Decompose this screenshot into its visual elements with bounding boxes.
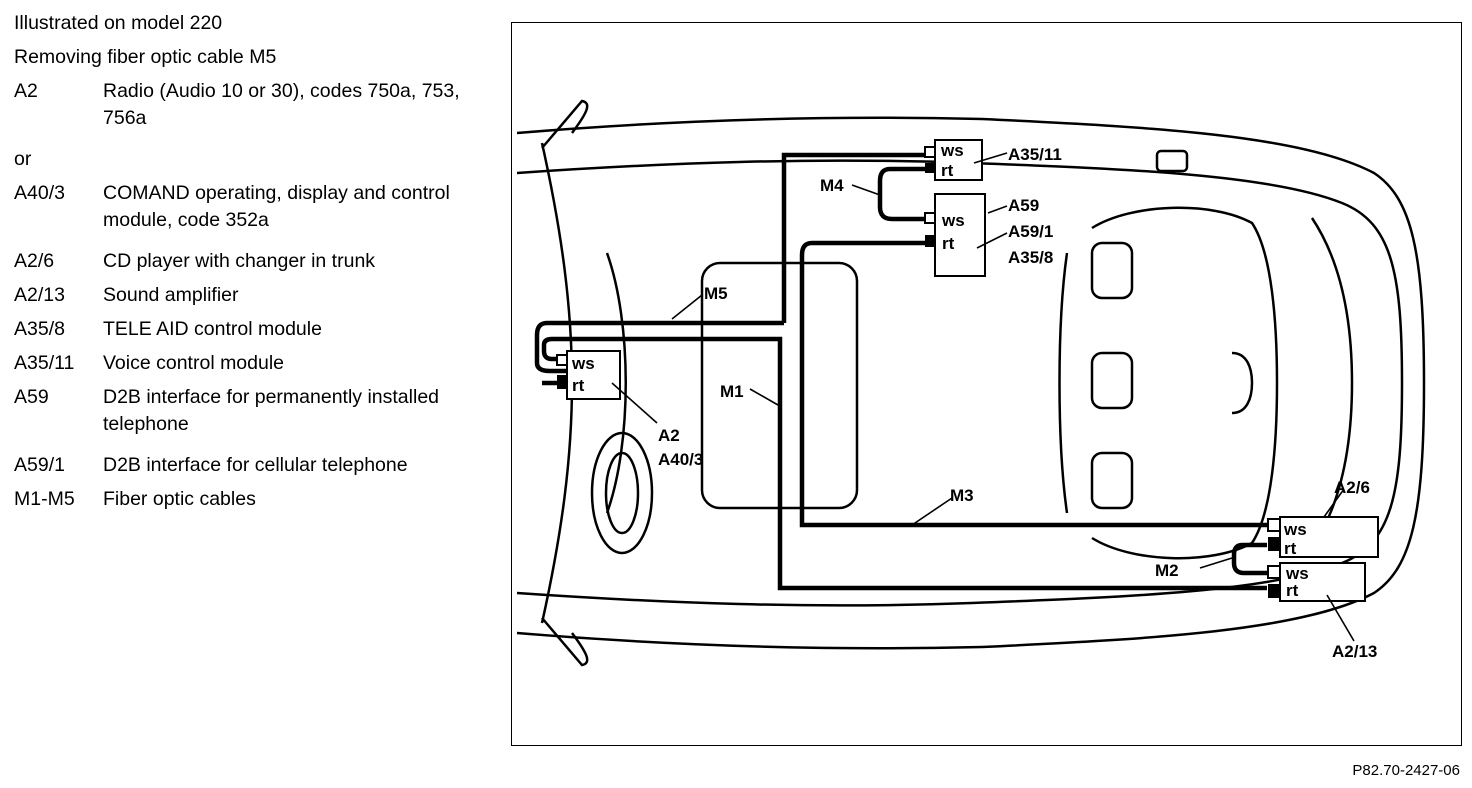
legend-desc: Sound amplifier	[103, 284, 239, 306]
figure-reference: P82.70-2427-06	[1352, 762, 1460, 779]
legend-code: A59/1	[14, 454, 65, 476]
legend-code: A2	[14, 80, 38, 102]
label-a35-11: A35/11	[1008, 145, 1062, 164]
legend-desc: Fiber optic cables	[103, 488, 256, 510]
cable-m3	[799, 240, 1267, 528]
legend-item: M1-M5 Fiber optic cables	[14, 486, 484, 520]
legend-item: A2/13 Sound amplifier	[14, 282, 484, 316]
legend-item: A59 D2B interface for permanently instal…	[14, 384, 484, 452]
connector-ws-label: ws	[940, 141, 964, 160]
label-a2-6: A2/6	[1334, 478, 1370, 497]
legend-or: or	[14, 148, 32, 170]
module-a59: ws rt	[924, 193, 986, 277]
cable-m1	[541, 336, 1267, 591]
leader-lines	[611, 152, 1355, 642]
connector-rt-label: rt	[1284, 539, 1297, 558]
cable-mainline	[781, 152, 927, 323]
connector-ws-label: ws	[1283, 520, 1307, 539]
connector-ws-label: ws	[941, 211, 965, 230]
legend-item: A35/8 TELE AID control module	[14, 316, 484, 350]
legend-code: A2/13	[14, 284, 65, 306]
legend-desc: D2B interface for permanently installed …	[103, 386, 440, 435]
cable-m4	[877, 166, 927, 222]
legend-item: or	[14, 146, 484, 180]
legend-desc: TELE AID control module	[103, 318, 322, 340]
legend-desc: Radio (Audio 10 or 30), codes 750a, 753,…	[103, 80, 460, 129]
legend: Illustrated on model 220 Removing fiber …	[14, 10, 484, 520]
label-a59: A59	[1008, 196, 1039, 215]
module-a2-13: ws rt	[1267, 562, 1366, 602]
diagram-labels: A35/11 A59 A59/1 A35/8 M4 M5 M1 M3 M2 A2…	[658, 145, 1377, 661]
module-a2-6: ws rt	[1267, 516, 1379, 558]
car-wiring-diagram: ws rt ws rt ws rt ws rt ws	[516, 99, 1426, 667]
label-m1: M1	[720, 382, 744, 401]
legend-code: M1-M5	[14, 488, 75, 510]
legend-desc: COMAND operating, display and control mo…	[103, 182, 450, 231]
legend-code: A35/11	[14, 352, 75, 374]
cable-m2	[1231, 542, 1267, 576]
header-procedure: Removing fiber optic cable M5	[14, 46, 277, 68]
legend-item: A59/1 D2B interface for cellular telepho…	[14, 452, 484, 486]
connector-rt-label: rt	[941, 161, 954, 180]
legend-desc: CD player with changer in trunk	[103, 250, 376, 272]
connector-rt-label: rt	[1286, 581, 1299, 600]
legend-item: A35/11 Voice control module	[14, 350, 484, 384]
fiber-optic-cables	[534, 152, 1267, 591]
legend-desc: D2B interface for cellular telephone	[103, 454, 408, 476]
label-a40-3: A40/3	[658, 450, 703, 469]
connector-rt-label: rt	[942, 234, 955, 253]
legend-desc: Voice control module	[103, 352, 285, 374]
header-model: Illustrated on model 220	[14, 12, 223, 34]
legend-code: A2/6	[14, 250, 55, 272]
legend-item: A2 Radio (Audio 10 or 30), codes 750a, 7…	[14, 78, 484, 146]
label-a2-13: A2/13	[1332, 642, 1377, 661]
legend-item: A40/3 COMAND operating, display and cont…	[14, 180, 484, 248]
diagram-frame: ws rt ws rt ws rt ws rt ws	[511, 22, 1462, 746]
label-m5: M5	[704, 284, 728, 303]
legend-item: A2/6 CD player with changer in trunk	[14, 248, 484, 282]
module-a35-11: ws rt	[924, 139, 983, 181]
label-a35-8: A35/8	[1008, 248, 1053, 267]
legend-code: A59	[14, 386, 49, 408]
connector-ws-label: ws	[571, 354, 595, 373]
label-m3: M3	[950, 486, 974, 505]
connector-rt-label: rt	[572, 376, 585, 395]
label-m2: M2	[1155, 561, 1179, 580]
legend-code: A35/8	[14, 318, 65, 340]
label-m4: M4	[820, 176, 844, 195]
module-a2: ws rt	[556, 350, 621, 400]
connector-ws-label: ws	[1285, 564, 1309, 583]
legend-code: A40/3	[14, 182, 65, 204]
label-a2: A2	[658, 426, 680, 445]
cable-m5	[534, 320, 784, 374]
label-a59-1: A59/1	[1008, 222, 1053, 241]
